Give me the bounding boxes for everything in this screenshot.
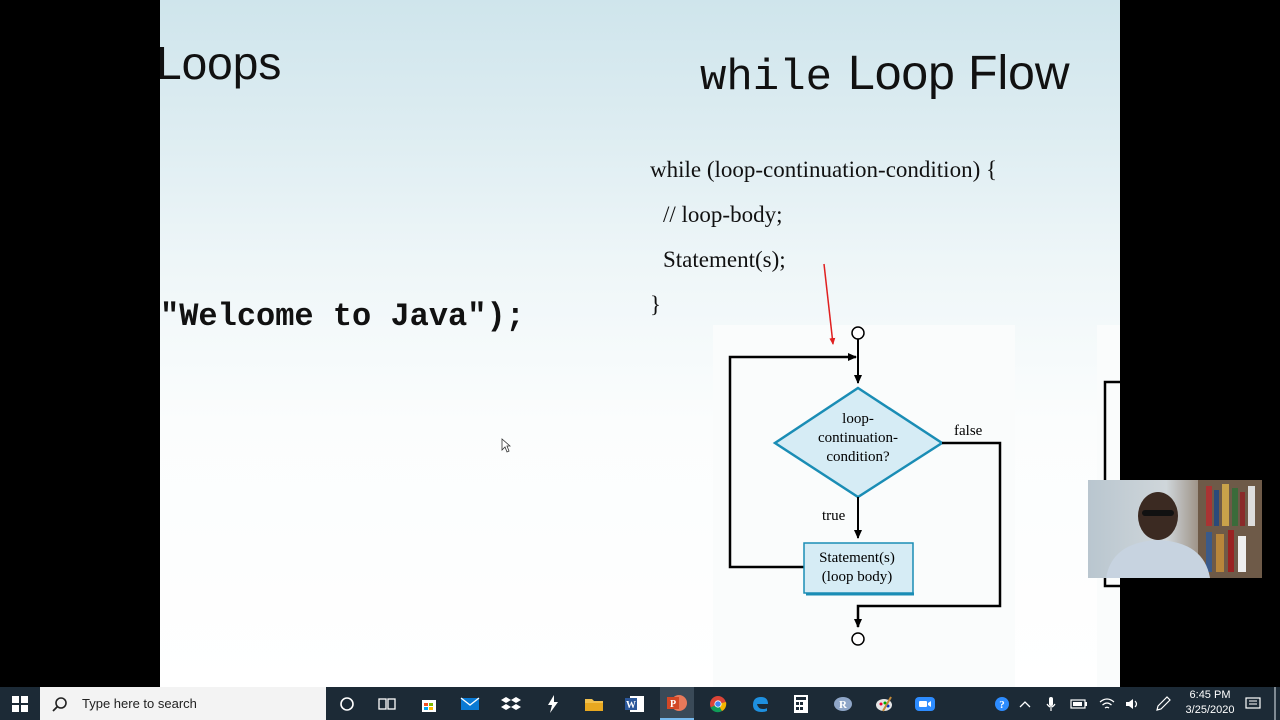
svg-text:?: ? bbox=[999, 699, 1005, 711]
clock-date: 3/25/2020 bbox=[1185, 704, 1235, 716]
svg-text:W: W bbox=[626, 700, 636, 711]
bolt-icon[interactable] bbox=[540, 687, 566, 720]
chrome-icon[interactable] bbox=[705, 687, 731, 720]
left-slide-title: Loops bbox=[160, 37, 282, 89]
notification-center-icon[interactable] bbox=[1242, 687, 1264, 720]
windows-logo-icon bbox=[12, 695, 28, 712]
left-code-snippet: "Welcome to Java"); bbox=[160, 298, 525, 335]
code-line-1: while (loop-continuation-condition) { bbox=[650, 157, 998, 182]
while-flowchart: loop- continuation- condition? true Stat… bbox=[728, 263, 1002, 646]
flowchart-panel bbox=[713, 325, 1015, 687]
start-button[interactable] bbox=[0, 687, 40, 720]
pointer-arrow bbox=[823, 263, 836, 345]
mouse-cursor-icon bbox=[501, 438, 511, 453]
battery-icon[interactable] bbox=[1068, 687, 1090, 720]
chevron-up-icon[interactable] bbox=[1016, 687, 1034, 720]
taskbar-clock[interactable]: 6:45 PM 3/25/2020 bbox=[1178, 688, 1242, 718]
wifi-icon[interactable] bbox=[1096, 687, 1118, 720]
false-arrow bbox=[854, 441, 1002, 628]
code-line-2: // loop-body; bbox=[663, 202, 783, 227]
presentation-slide: Loops while Loop Flow "Welcome to Java");… bbox=[160, 0, 1120, 687]
microphone-icon[interactable] bbox=[1042, 687, 1060, 720]
loop-back-arrow bbox=[728, 353, 857, 569]
file-explorer-icon[interactable] bbox=[581, 687, 607, 720]
r-icon[interactable]: R bbox=[830, 687, 856, 720]
webcam-person-icon bbox=[1106, 480, 1262, 578]
condition-text-1: loop- bbox=[842, 411, 874, 427]
powerpoint-icon[interactable]: P bbox=[660, 687, 694, 720]
false-label: false bbox=[954, 423, 983, 439]
title-rest: Loop Flow bbox=[848, 47, 1070, 100]
search-icon bbox=[52, 696, 67, 712]
statement-text-2: (loop body) bbox=[822, 569, 892, 585]
taskbar-search-box[interactable]: Type here to search bbox=[40, 687, 326, 720]
statement-box bbox=[803, 542, 914, 594]
cortana-circle-icon[interactable] bbox=[334, 687, 360, 720]
dropbox-icon[interactable] bbox=[498, 687, 524, 720]
title-keyword: while bbox=[700, 53, 833, 103]
svg-text:P: P bbox=[670, 699, 676, 710]
right-slide-title: while Loop Flow bbox=[700, 46, 1070, 103]
end-node bbox=[851, 632, 865, 646]
svg-text:R: R bbox=[839, 699, 848, 711]
pen-icon[interactable] bbox=[1152, 687, 1174, 720]
edge-icon[interactable] bbox=[747, 687, 773, 720]
word-icon[interactable]: W bbox=[622, 687, 648, 720]
store-icon[interactable] bbox=[416, 687, 442, 720]
calculator-icon[interactable] bbox=[788, 687, 814, 720]
condition-text-3: condition? bbox=[826, 449, 890, 465]
help-tray-icon[interactable]: ? bbox=[992, 687, 1012, 720]
task-view-icon[interactable] bbox=[374, 687, 400, 720]
code-line-3: Statement(s); bbox=[663, 247, 786, 272]
zoom-icon[interactable] bbox=[912, 687, 938, 720]
start-node bbox=[851, 326, 865, 340]
true-label: true bbox=[822, 508, 846, 524]
volume-icon[interactable] bbox=[1122, 687, 1144, 720]
clock-time: 6:45 PM bbox=[1189, 689, 1231, 701]
search-placeholder: Type here to search bbox=[82, 696, 197, 711]
show-desktop-button[interactable] bbox=[1274, 687, 1276, 720]
webcam-video-overlay[interactable] bbox=[1088, 480, 1262, 578]
statement-text-1: Statement(s) bbox=[819, 550, 895, 566]
mail-icon[interactable] bbox=[457, 687, 483, 720]
condition-text-2: continuation- bbox=[818, 430, 898, 446]
code-line-4: } bbox=[650, 292, 662, 317]
paint-icon[interactable] bbox=[871, 687, 897, 720]
